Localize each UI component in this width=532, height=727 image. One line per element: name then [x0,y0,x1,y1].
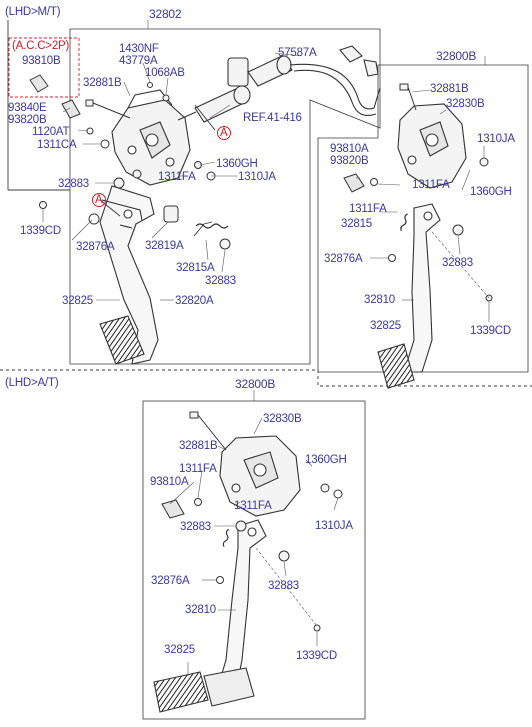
callout-a-ref [217,126,231,140]
right-frame [317,64,529,373]
at-32883-upper-label: 32883 [180,521,211,533]
at-32881b-label: 32881B [179,440,218,452]
mt-assy-label: 32802 [149,7,182,21]
mt-32820a-label: 32820A [175,295,214,307]
right-assy-label: 32800B [436,49,477,63]
mt-32876a-label: 32876A [76,241,115,253]
mt-bracket [111,89,191,186]
at-32825-label: 32825 [164,644,195,656]
right-32815-label: 32815 [341,218,372,230]
acc-box [8,37,80,98]
mt-pedal [99,185,159,365]
at-32883-lower-label: 32883 [268,580,299,592]
section-title-at: (LHD>A/T) [5,377,59,389]
callout-a-pedal [92,193,106,207]
at-32876a-label: 32876A [151,575,190,587]
mt-93820b-label: 93820B [8,114,47,126]
mt-32825-label: 32825 [62,295,93,307]
mt-spring [195,223,229,229]
callout-a-ref-letter: A [220,127,228,139]
at-1310ja-label: 1310JA [315,520,353,532]
mt-frame [69,28,381,365]
at-32830b-label: 32830B [263,413,302,425]
right-spring [400,213,408,232]
mt-1068ab-label: 1068AB [145,67,185,79]
right-93810a-label: 93810A [330,143,369,155]
at-32810-label: 32810 [185,604,216,616]
mt-acc-switch-label: 93810B [22,55,61,67]
right-1360gh-label: 1360GH [470,186,512,198]
at-93810a-label: 93810A [150,476,189,488]
right-32825-label: 32825 [370,320,401,332]
right-1310ja-label: 1310JA [477,133,515,145]
mt-1430nf-label: 1430NF [119,43,159,55]
acc-switch-shape [29,74,49,93]
right-bracket [397,103,467,189]
at-1311fa-b-label: 1311FA [234,500,272,512]
right-1339cd-label: 1339CD [470,325,511,337]
mt-32883-lower-label: 32883 [205,275,236,287]
mt-1311fa-label: 1311FA [158,171,196,183]
mt-1310ja-label: 1310JA [238,171,276,183]
section-title-acc: (A.C.C>2P) [12,40,70,52]
at-spring [222,528,230,547]
at-pedal [153,519,267,713]
right-1311fa-a-label: 1311FA [412,179,450,191]
right-32881b-label: 32881B [430,83,469,95]
mt-32819a-label: 32819A [145,240,184,252]
mt-bolt [85,99,131,119]
mt-ref-label: REF.41-416 [243,112,302,124]
at-1311fa-a-label: 1311FA [179,463,217,475]
mt-1360gh-label: 1360GH [216,158,258,170]
mt-93840e-label: 93840E [8,102,47,114]
section-title-mt: (LHD>M/T) [5,6,61,18]
at-1339cd-label: 1339CD [296,650,337,662]
mt-switch [61,99,110,149]
mt-32815a-label: 32815A [176,262,215,274]
mt-43779a-label: 43779A [119,55,158,67]
master-cylinder [177,55,293,123]
mt-57587a-label: 57587A [278,47,317,59]
right-pedal [377,203,441,389]
right-32876a-label: 32876A [324,253,363,265]
at-1360gh-label: 1360GH [305,454,347,466]
section-divider [0,369,532,387]
right-93820b-label: 93820B [330,155,369,167]
mt-1120at-label: 1120AT [32,126,70,138]
mt-1339cd-label: 1339CD [20,225,61,237]
at-bracket [219,435,301,517]
callout-a-pedal-letter: A [95,194,103,206]
right-1311fa-b-label: 1311FA [349,203,387,215]
hose [289,45,381,117]
right-32830b-label: 32830B [446,98,485,110]
right-32810-label: 32810 [364,294,395,306]
mt-1311ca-label: 1311CA [37,139,77,151]
at-assy-label: 32800B [235,377,276,391]
mt-32883-upper-label: 32883 [58,178,89,190]
right-32883-label: 32883 [442,257,473,269]
mt-32881b-label: 32881B [83,77,122,89]
